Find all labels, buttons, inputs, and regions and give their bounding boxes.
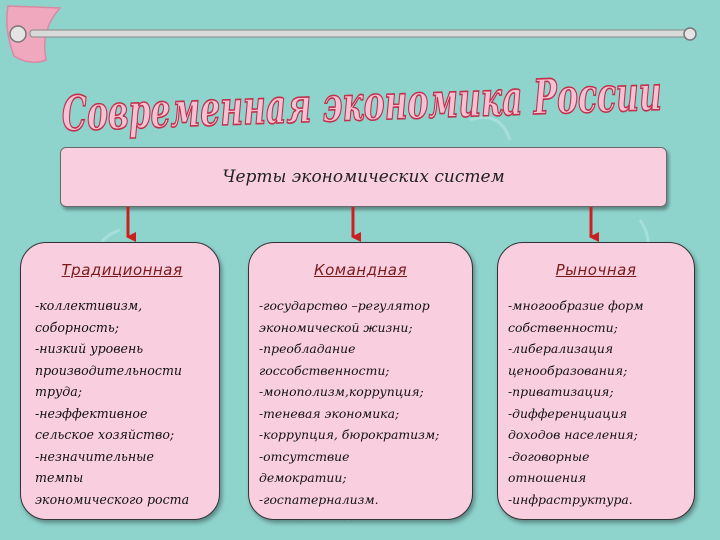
list-item: производительности bbox=[35, 362, 182, 378]
list-item: -отсутствие bbox=[259, 448, 350, 464]
list-item: -дифференциация bbox=[508, 405, 628, 421]
list-item: -договорные bbox=[508, 448, 590, 464]
column-command: Командная -государство –регулятор эконом… bbox=[248, 242, 473, 520]
feature-list: -многообразие форм собственности; -либер… bbox=[508, 295, 684, 510]
column-heading: Традиционная bbox=[61, 261, 183, 279]
column-heading: Командная bbox=[313, 261, 408, 279]
list-item: -неэффективное bbox=[35, 405, 148, 421]
title-banner: Современная экономика России bbox=[60, 65, 663, 140]
list-item: демократии; bbox=[259, 470, 347, 485]
list-item: -государство –регулятор bbox=[259, 298, 430, 313]
list-item: труда; bbox=[35, 384, 83, 399]
list-item: сельское хозяйство; bbox=[35, 427, 175, 442]
feature-list: -государство –регулятор экономической жи… bbox=[259, 295, 462, 510]
list-item: ценообразования; bbox=[508, 362, 628, 378]
list-item: госсобственности; bbox=[259, 362, 390, 378]
column-heading: Рыночная bbox=[555, 261, 637, 279]
list-item: отношения bbox=[508, 470, 587, 485]
rod-end-left bbox=[9, 25, 27, 43]
list-item: -теневая экономика; bbox=[259, 405, 400, 421]
top-box-label: Черты экономических систем bbox=[222, 167, 505, 187]
list-item: соборность; bbox=[35, 319, 119, 335]
column-traditional: Традиционная -коллективизм, соборность; … bbox=[20, 242, 220, 520]
top-box: Черты экономических систем bbox=[60, 147, 667, 207]
list-item: -приватизация; bbox=[508, 384, 614, 399]
page-title: Современная экономика России bbox=[61, 66, 663, 140]
list-item: -незначительные bbox=[35, 448, 154, 464]
rod-end-right bbox=[683, 27, 697, 41]
list-item: -коррупция, бюрократизм; bbox=[259, 427, 440, 442]
list-item: экономической жизни; bbox=[259, 319, 413, 335]
header-rod bbox=[29, 29, 695, 38]
column-market: Рыночная -многообразие форм собственност… bbox=[497, 242, 695, 520]
arrows bbox=[126, 207, 599, 242]
list-item: доходов населения; bbox=[508, 427, 638, 442]
list-item: -монополизм,коррупция; bbox=[259, 384, 424, 399]
list-item: -либерализация bbox=[508, 341, 614, 356]
list-item: -коллективизм, bbox=[35, 298, 143, 313]
list-item: -низкий уровень bbox=[35, 341, 144, 356]
list-item: темпы bbox=[35, 470, 84, 485]
list-item: -преобладание bbox=[259, 341, 356, 356]
list-item: -инфраструктура. bbox=[508, 491, 633, 507]
list-item: экономического роста bbox=[35, 491, 190, 507]
list-item: -многообразие форм bbox=[508, 298, 644, 313]
list-item: собственности; bbox=[508, 319, 618, 335]
list-item: -госпатернализм. bbox=[259, 491, 379, 507]
feature-list: -коллективизм, соборность; -низкий урове… bbox=[35, 295, 209, 510]
